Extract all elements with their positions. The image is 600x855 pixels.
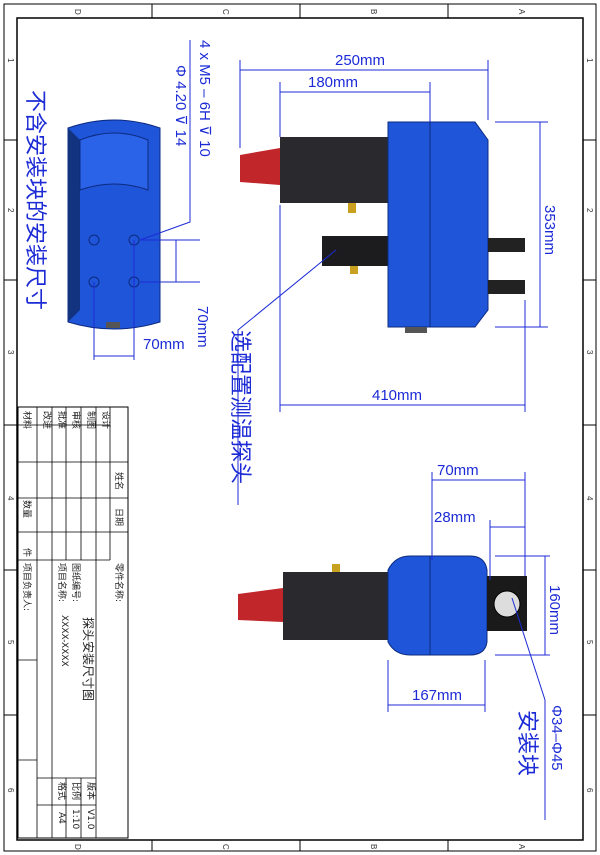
title-block-version-label: 版本	[85, 782, 97, 800]
hole	[88, 234, 100, 246]
dim-70-vertical: 70mm	[194, 306, 211, 348]
dim-160: 160mm	[546, 585, 563, 635]
title-block-version: V1.0	[85, 809, 95, 830]
zones-numbers-5: 6	[6, 788, 15, 793]
title-block: 设计 制图 审核 批准 改进 材料 姓名 日期 数量 件 零件名称: 探头安装尺…	[17, 406, 129, 839]
zones-letters-1: C	[221, 844, 230, 850]
dim-410: 410mm	[372, 387, 422, 404]
dim-70-horizontal: 70mm	[143, 336, 185, 353]
zones-numbers-1: 2	[6, 208, 15, 213]
dim-353: 353mm	[541, 205, 558, 255]
dim-70: 70mm	[437, 462, 479, 479]
dim-250: 250mm	[335, 52, 385, 69]
title-block-part-name-label: 零件名称:	[113, 563, 125, 602]
zones-numbers-4: 5	[585, 640, 594, 645]
zones-letters-0: D	[73, 844, 82, 850]
title-block-rows-1: 制图	[85, 411, 97, 429]
thread-note: 4 x M5 – 6H ⊽ 10	[196, 40, 213, 157]
zone-marks	[4, 4, 596, 851]
zone-letters: D C B A D C B A 1 2 3 4 5 6 1 2 3 4 5 6	[6, 9, 594, 850]
zones-letters-3: A	[517, 9, 526, 15]
mount-label: 安装块	[514, 710, 539, 776]
title-block-name-header: 姓名	[113, 472, 125, 490]
title-block-rows-4: 改进	[41, 411, 53, 429]
left-view: 4 x M5 – 6H ⊽ 10 Φ 4.20 ⊽ 14 70mm 70mm 不…	[22, 40, 213, 360]
title-block-rows-5: 材料	[21, 411, 33, 429]
zones-letters-0: D	[73, 9, 82, 15]
title-block-scale: 1:10	[70, 809, 80, 829]
top-view: 250mm 180mm 353mm 410mm 选配置测温探头	[227, 52, 558, 505]
hole-note: Φ 4.20 ⊽ 14	[172, 65, 189, 146]
probe-label: 选配置测温探头	[227, 330, 252, 484]
title-block-project-lead-label: 项目负责人:	[21, 563, 33, 611]
zones-numbers-3: 4	[6, 496, 15, 501]
zones-numbers-5: 6	[585, 788, 594, 793]
caption: 不含安装块的安装尺寸	[22, 90, 47, 310]
dim-167: 167mm	[412, 687, 462, 704]
dim-180: 180mm	[308, 74, 358, 91]
zones-numbers-0: 1	[585, 58, 594, 63]
title-block-unit-label: 件	[21, 548, 33, 557]
connector	[106, 322, 120, 328]
title-block-format: A4	[56, 812, 66, 824]
bore-note: Φ34–Φ45	[548, 705, 565, 771]
title-block-project-name-label: 项目名称:	[56, 563, 68, 602]
zones-numbers-3: 4	[585, 496, 594, 501]
zones-numbers-4: 5	[6, 640, 15, 645]
zones-numbers-0: 1	[6, 58, 15, 63]
title-block-rows-0: 设计	[100, 411, 112, 429]
title-block-scale-label: 比例	[70, 782, 82, 800]
part-name: 探头安装尺寸图	[81, 617, 96, 701]
side-view: 70mm 28mm 160mm 167mm Φ34–Φ45 安装块	[238, 462, 565, 820]
title-block-format-label: 格式	[56, 782, 68, 800]
title-block-drawing-no-label: 图纸编号:	[70, 563, 82, 602]
title-block-date-header: 日期	[113, 508, 124, 526]
zones-numbers-2: 3	[6, 350, 15, 355]
title-block-drawing-no: XXXX-XXXX	[59, 615, 69, 667]
zones-letters-2: B	[369, 844, 378, 849]
title-block-rows-3: 批准	[56, 411, 68, 429]
title-block-qty-label: 数量	[21, 500, 33, 518]
dim-28: 28mm	[434, 509, 476, 526]
title-block-rows-2: 审核	[70, 411, 82, 429]
zones-numbers-1: 2	[585, 208, 594, 213]
zones-numbers-2: 3	[585, 350, 594, 355]
zones-letters-1: C	[221, 9, 230, 15]
zones-letters-2: B	[369, 9, 378, 14]
zones-letters-3: A	[517, 844, 526, 850]
